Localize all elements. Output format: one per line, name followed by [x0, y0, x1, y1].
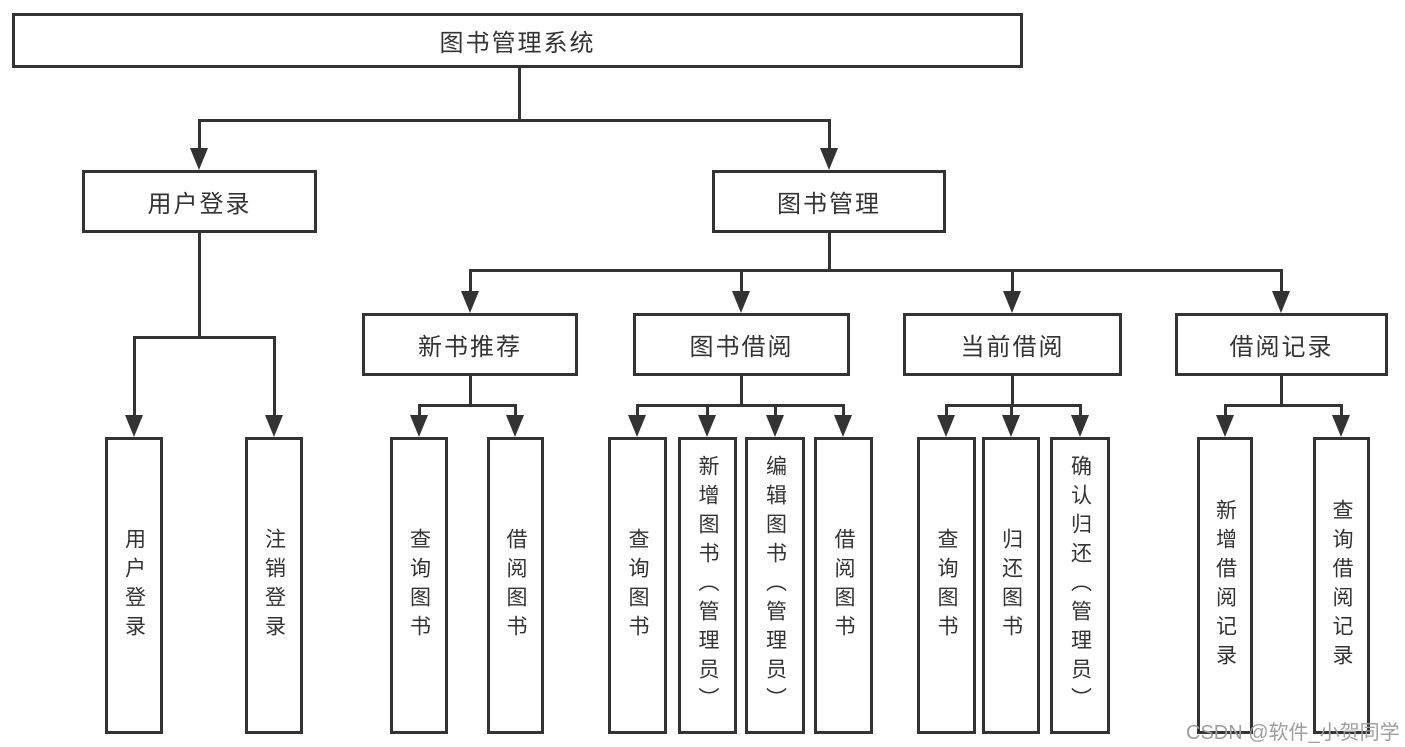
node-current-borrow-label: 当前借阅 — [960, 334, 1065, 361]
leaf-return-book-label: 归还图书 — [999, 527, 1023, 644]
connector-drop-borrow-records — [1280, 269, 1283, 293]
leaf-query-books-borrow-label: 查询图书 — [626, 527, 649, 644]
arrowhead — [125, 415, 143, 437]
connector-drop-leaf-user-login — [133, 336, 136, 417]
node-current-borrow: 当前借阅 — [903, 313, 1122, 376]
watermark-text: CSDN @软件_小贺同学 — [1186, 722, 1400, 744]
leaf-logout: 注销登录 — [245, 437, 303, 734]
node-book-management-label: 图书管理 — [777, 191, 881, 218]
connector-new-book-recommend-distributor — [418, 404, 517, 407]
connector-drop-user-login — [198, 119, 201, 150]
connector-book-borrow-distributor — [636, 404, 845, 407]
node-new-book-recommend: 新书推荐 — [362, 313, 578, 376]
connector-drop — [1340, 404, 1343, 417]
leaf-logout-label: 注销登录 — [262, 527, 286, 644]
connector-user-login-stem — [198, 233, 201, 339]
connector-drop-current-borrow — [1011, 269, 1014, 293]
connector-drop — [1079, 404, 1082, 417]
connector-drop — [1224, 404, 1227, 417]
leaf-query-books-borrow: 查询图书 — [608, 437, 667, 734]
arrowhead — [766, 415, 784, 437]
connector-drop — [945, 404, 948, 417]
leaf-return-book: 归还图书 — [982, 437, 1040, 734]
connector-drop-leaf-logout — [273, 336, 276, 417]
connector-root-stem — [518, 68, 521, 122]
connector-root-distributor — [198, 119, 831, 122]
leaf-user-login: 用户登录 — [105, 437, 163, 734]
connector-drop — [842, 404, 845, 417]
leaf-query-books-recommend-label: 查询图书 — [407, 527, 431, 644]
arrowhead — [834, 415, 852, 437]
node-book-borrow-label: 图书借阅 — [689, 334, 794, 361]
arrowhead — [265, 415, 283, 437]
node-book-borrow: 图书借阅 — [633, 313, 850, 376]
leaf-borrow-books: 借阅图书 — [814, 437, 873, 734]
connector-drop — [514, 404, 517, 417]
arrowhead — [698, 415, 716, 437]
arrowhead — [1071, 415, 1089, 437]
connector-drop-new-book-recommend — [469, 269, 472, 293]
node-user-login-label: 用户登录 — [147, 191, 252, 218]
leaf-query-borrow-record: 查询借阅记录 — [1313, 437, 1370, 734]
node-root: 图书管理系统 — [12, 13, 1023, 68]
connector-book-management-distributor — [469, 269, 1283, 272]
arrowhead — [410, 415, 428, 437]
leaf-edit-book-admin: 编辑图书（管理员） — [745, 437, 805, 734]
leaf-user-login-label: 用户登录 — [122, 527, 146, 644]
arrowhead — [1002, 415, 1020, 437]
leaf-add-borrow-record-label: 新增借阅记录 — [1213, 498, 1237, 673]
connector-drop — [1010, 404, 1013, 417]
arrowhead — [1332, 415, 1350, 437]
node-borrow-records: 借阅记录 — [1175, 313, 1388, 376]
arrowhead — [937, 415, 955, 437]
leaf-add-book-admin-label: 新增图书（管理员） — [696, 455, 719, 716]
arrowhead — [628, 415, 646, 437]
connector-current-borrow-distributor — [945, 404, 1082, 407]
leaf-add-borrow-record: 新增借阅记录 — [1197, 437, 1253, 734]
leaf-query-borrow-record-label: 查询借阅记录 — [1330, 498, 1353, 673]
leaf-query-books-current: 查询图书 — [917, 437, 976, 734]
leaf-borrow-books-recommend: 借阅图书 — [487, 437, 544, 734]
leaf-query-books-recommend: 查询图书 — [390, 437, 448, 734]
connector-borrow-records-distributor — [1224, 404, 1343, 407]
connector-book-management-stem — [828, 233, 831, 272]
connector-user-login-distributor — [133, 336, 276, 339]
leaf-borrow-books-label: 借阅图书 — [832, 527, 855, 644]
connector-new-book-recommend-stem — [469, 376, 472, 407]
connector-drop-book-management — [828, 119, 831, 150]
arrowhead — [506, 415, 524, 437]
arrowhead — [1216, 415, 1234, 437]
leaf-borrow-books-recommend-label: 借阅图书 — [504, 527, 527, 644]
node-borrow-records-label: 借阅记录 — [1229, 334, 1334, 361]
connector-drop — [774, 404, 777, 417]
arrowhead — [1272, 291, 1290, 313]
leaf-edit-book-admin-label: 编辑图书（管理员） — [763, 455, 787, 716]
connector-drop-book-borrow — [740, 269, 743, 293]
arrowhead — [820, 148, 838, 170]
connector-book-borrow-stem — [740, 376, 743, 407]
node-book-management: 图书管理 — [712, 170, 946, 233]
connector-drop — [636, 404, 639, 417]
watermark: CSDN @软件_小贺同学 — [1186, 716, 1400, 745]
leaf-confirm-return-admin-label: 确认归还（管理员） — [1068, 455, 1092, 716]
arrowhead — [732, 291, 750, 313]
connector-drop — [706, 404, 709, 417]
node-user-login: 用户登录 — [82, 170, 317, 233]
arrowhead — [461, 291, 479, 313]
arrowhead — [1003, 291, 1021, 313]
connector-drop — [418, 404, 421, 417]
node-new-book-recommend-label: 新书推荐 — [418, 334, 522, 361]
node-root-label: 图书管理系统 — [439, 30, 596, 57]
leaf-add-book-admin: 新增图书（管理员） — [678, 437, 737, 734]
arrowhead — [190, 148, 208, 170]
connector-current-borrow-stem — [1011, 376, 1014, 407]
leaf-confirm-return-admin: 确认归还（管理员） — [1050, 437, 1110, 734]
connector-borrow-records-stem — [1280, 376, 1283, 407]
leaf-query-books-current-label: 查询图书 — [935, 527, 958, 644]
